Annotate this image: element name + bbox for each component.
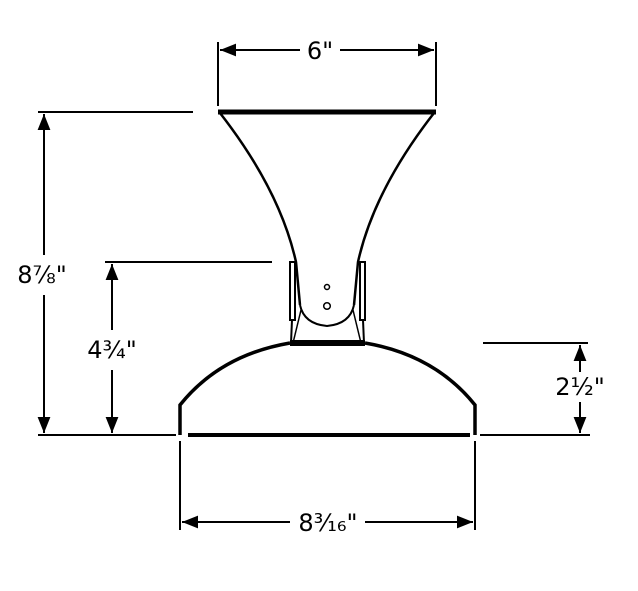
horn-right-edge (352, 112, 435, 306)
fixture-outline (178, 109, 477, 437)
dome-outline (178, 341, 477, 435)
mount-hole-lower (322, 301, 332, 311)
collar-right (359, 261, 366, 321)
horn-left-edge (219, 112, 302, 306)
collar-left (289, 261, 296, 321)
overall-height-label: 8⅞" (17, 261, 67, 289)
top-width-label: 6" (307, 37, 333, 65)
collar-height-label: 4¾" (87, 336, 137, 364)
dimension-lines (37, 42, 590, 530)
horn-bottom-curve (299, 304, 355, 328)
base-width-label: 8³⁄₁₆" (298, 509, 357, 537)
dome-height-label: 2½" (555, 373, 605, 401)
mount-hole-upper (323, 283, 331, 291)
